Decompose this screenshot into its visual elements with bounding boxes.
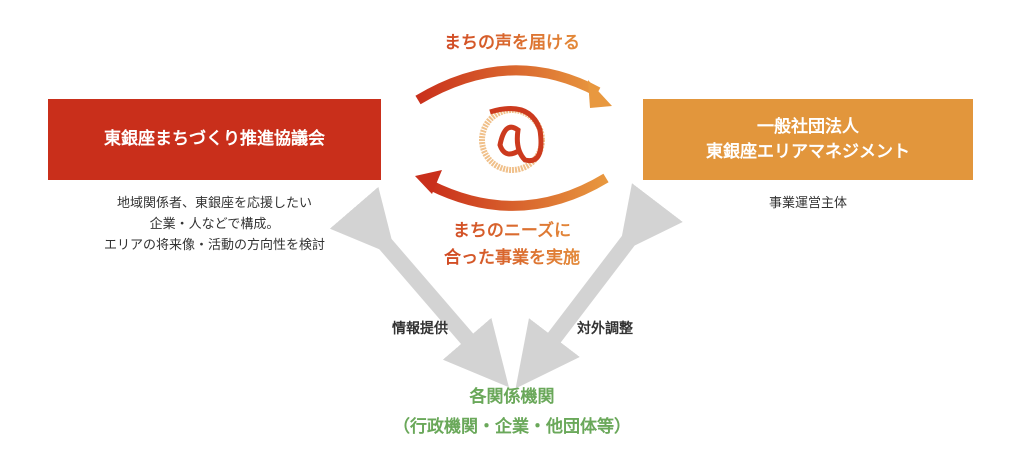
area-management-title-line1: 一般社団法人 — [757, 116, 859, 137]
right-double-arrow — [515, 183, 683, 389]
external-coordination-label: 対外調整 — [577, 321, 633, 337]
info-provision-label: 情報提供 — [392, 321, 448, 337]
area-management-box: 一般社団法人 東銀座エリアマネジメント — [643, 99, 973, 180]
area-management-title-line2: 東銀座エリアマネジメント — [706, 141, 910, 162]
top-arrow-label: まちの声を届ける — [412, 30, 612, 57]
bottom-arrow-label: まちのニーズに 合った事業を実施 — [412, 218, 612, 272]
related-organizations: 各関係機関 （行政機関・企業・他団体等） — [362, 382, 662, 442]
bottom-curved-arrow — [415, 170, 609, 211]
related-organizations-detail: （行政機関・企業・他団体等） — [393, 417, 631, 437]
related-organizations-title: 各関係機関 — [469, 387, 555, 407]
bottom-label-line2: 合った事業を実施 — [412, 245, 612, 272]
left-double-arrow — [329, 186, 509, 388]
bottom-label-line1: まちのニーズに — [412, 218, 612, 245]
desc-line: 企業・人などで構成。 — [149, 217, 280, 232]
council-box: 東銀座まちづくり推進協議会 — [48, 99, 381, 180]
council-description: 地域関係者、東銀座を応援したい 企業・人などで構成。 エリアの将来像・活動の方向… — [48, 193, 381, 256]
top-curved-arrow — [415, 65, 612, 108]
desc-line: エリアの将来像・活動の方向性を検討 — [103, 238, 325, 253]
desc-line: 地域関係者、東銀座を応援したい — [116, 196, 312, 211]
area-management-description: 事業運営主体 — [768, 196, 847, 211]
at-logo — [479, 106, 545, 173]
council-title: 東銀座まちづくり推進協議会 — [104, 129, 325, 149]
